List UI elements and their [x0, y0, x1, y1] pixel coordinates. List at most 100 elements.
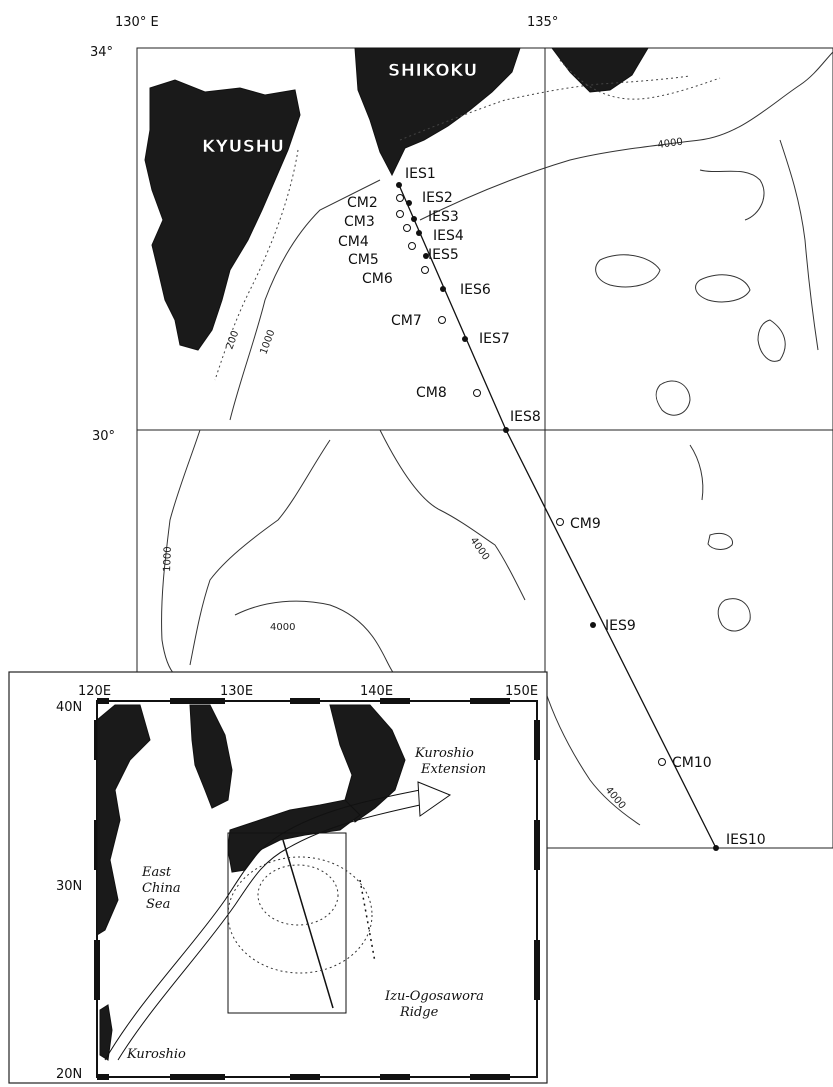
east-china-sea-label-1: East [141, 865, 172, 880]
contour-200-kyushu [214, 149, 299, 381]
inset-lon-120: 120E [78, 684, 111, 699]
cm-label: CM5 [348, 252, 379, 268]
kyushu-label: KYUSHU [202, 137, 285, 157]
recirculation-gyre-inner [257, 864, 339, 926]
east-china-sea-label-2: China [142, 881, 181, 896]
recirculation-gyre [227, 856, 373, 974]
ies-label: IES5 [428, 247, 459, 263]
kuroshio-arrowhead [417, 781, 452, 817]
ies-marker [411, 216, 417, 222]
lat-label-30: 30° [92, 429, 115, 444]
lon-label-135: 135° [527, 15, 558, 30]
contour-east-5 [707, 532, 734, 550]
ies-marker [462, 336, 468, 342]
ies-label: IES6 [460, 282, 491, 298]
inset-taiwan [99, 1004, 113, 1061]
ies-label: IES7 [479, 331, 510, 347]
contour-label-1000-a: 1000 [258, 328, 277, 356]
honshu-corner-landmass [551, 47, 649, 93]
contour-east-1 [595, 254, 661, 288]
inset-lon-140: 140E [360, 684, 393, 699]
cm-marker [473, 389, 481, 397]
kuroshio-label: Kuroshio [126, 1047, 186, 1062]
contour-4000-southwest [234, 600, 396, 676]
main-map: 130° E 135° 34° 30° 4000 200 1000 [90, 15, 833, 851]
cm-label: CM6 [362, 271, 393, 287]
cm-label: CM7 [391, 313, 422, 329]
kuroshio-path [104, 789, 421, 1061]
cm-stations [396, 194, 666, 766]
ies-label: IES8 [510, 409, 541, 425]
kuroshio-extension-label-1: Kuroshio [414, 746, 474, 761]
contour-east-7 [699, 169, 765, 221]
cm-marker [396, 194, 404, 202]
izu-ridge-label-2: Ridge [399, 1005, 439, 1020]
inset-lat-30: 30N [56, 879, 82, 894]
kyushu-landmass [144, 79, 301, 351]
contour-4000-central [379, 429, 526, 601]
contour-1000-west [161, 429, 201, 676]
ies-marker [396, 182, 402, 188]
ies-marker [406, 200, 412, 206]
cm-marker [396, 210, 404, 218]
lat-label-34: 34° [90, 45, 113, 60]
kuroshio-extension-label-2: Extension [420, 762, 486, 777]
cm-label: CM10 [672, 755, 712, 771]
ies-marker [440, 286, 446, 292]
inset-frame-scale [94, 698, 540, 1080]
lon-label-130: 130° E [115, 15, 159, 30]
contour-east-4 [757, 319, 786, 362]
ies-marker [423, 253, 429, 259]
contour-4000-south [544, 689, 641, 826]
shikoku-label: SHIKOKU [388, 61, 478, 81]
inset-map: 120E 130E 140E 150E 40N 30N 20N East Chi… [8, 671, 548, 1084]
inset-lat-20: 20N [56, 1067, 82, 1082]
contour-4000-west [189, 439, 331, 666]
inset-study-area-box [227, 832, 347, 1014]
ies-stations [396, 182, 719, 851]
inset-japan-north [329, 704, 406, 823]
izu-ridge-label-1: Izu-Ogosawora [384, 989, 484, 1004]
contour-east-6 [717, 598, 751, 632]
cm-label: CM9 [570, 516, 601, 532]
cm-label: CM4 [338, 234, 369, 250]
cm-marker [403, 224, 411, 232]
contour-label-4000-ne: 4000 [657, 137, 684, 151]
shikoku-landmass [354, 47, 521, 177]
inset-china-coast [96, 704, 151, 936]
ies-marker [713, 845, 719, 851]
cm-marker [556, 518, 564, 526]
cm-label: CM2 [347, 195, 378, 211]
cm-marker [421, 266, 429, 274]
inset-korea [189, 704, 233, 809]
cm-label: CM8 [416, 385, 447, 401]
ies-label: IES10 [726, 832, 766, 848]
contour-east-2 [695, 274, 751, 303]
east-china-sea-label-3: Sea [146, 897, 170, 912]
contour-label-1000-b: 1000 [162, 546, 174, 572]
ies-label: IES3 [428, 209, 459, 225]
contour-1000-central [229, 179, 381, 421]
ies-marker [416, 230, 422, 236]
contour-200-east [399, 75, 691, 141]
inset-lon-150: 150E [505, 684, 538, 699]
cm-marker [408, 242, 416, 250]
kuroshio-path-inner [117, 804, 421, 1061]
ies-marker [590, 622, 596, 628]
cm-marker [438, 316, 446, 324]
contour-label-4000-sw: 4000 [270, 622, 295, 633]
inset-lat-40: 40N [56, 700, 82, 715]
ies-label: IES2 [422, 190, 453, 206]
contour-label-200: 200 [224, 329, 241, 351]
ies-marker [503, 427, 509, 433]
cm-label: CM3 [344, 214, 375, 230]
ies-label: IES4 [433, 228, 464, 244]
contour-east-3 [655, 380, 691, 416]
ies-label: IES9 [605, 618, 636, 634]
cm-marker [658, 758, 666, 766]
inset-lon-130: 130E [220, 684, 253, 699]
contour-east-9 [689, 444, 704, 501]
contour-4000-northeast [419, 51, 833, 221]
izu-ridge-leader [359, 879, 376, 963]
